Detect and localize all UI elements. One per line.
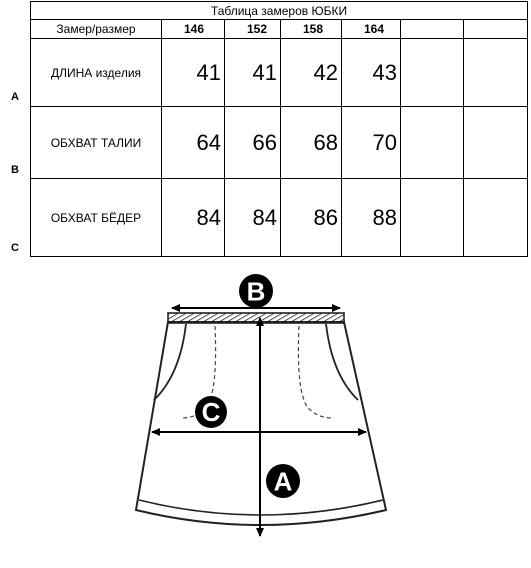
empty-cell bbox=[463, 106, 528, 179]
value-cell: 88 bbox=[341, 178, 401, 257]
row-letter-a: A bbox=[11, 91, 19, 103]
row-letter-b: B bbox=[11, 164, 19, 176]
value-cell: 86 bbox=[280, 178, 342, 257]
label-c-circle bbox=[195, 396, 227, 428]
size-header-152: 152 bbox=[224, 19, 281, 39]
table-title: Таблица замеров ЮБКИ bbox=[30, 1, 528, 20]
waistband bbox=[167, 312, 345, 324]
size-table: Таблица замеров ЮБКИ Замер/размер 146 15… bbox=[30, 1, 528, 257]
label-b: B bbox=[247, 277, 266, 307]
value-cell: 41 bbox=[161, 38, 225, 107]
size-header-158: 158 bbox=[280, 19, 342, 39]
skirt-diagram: B C A bbox=[134, 274, 388, 537]
size-header-146: 146 bbox=[161, 19, 225, 39]
row-label-waist: ОБХВАТ ТАЛИИ bbox=[30, 106, 162, 179]
value-cell: 41 bbox=[224, 38, 281, 107]
value-cell: 42 bbox=[280, 38, 342, 107]
table-row: ОБХВАТ БЁДЕР 84 84 86 88 bbox=[30, 178, 528, 257]
value-cell: 64 bbox=[161, 106, 225, 179]
left-pocket-edge bbox=[153, 323, 187, 401]
empty-cell bbox=[463, 178, 528, 257]
left-pocket-bag bbox=[181, 325, 217, 419]
empty-cell bbox=[400, 178, 464, 257]
size-header-164: 164 bbox=[341, 19, 401, 39]
table-row: ОБХВАТ ТАЛИИ 64 66 68 70 bbox=[30, 106, 528, 179]
value-cell: 84 bbox=[224, 178, 281, 257]
label-a: A bbox=[274, 467, 293, 497]
value-cell: 84 bbox=[161, 178, 225, 257]
right-pocket-edge bbox=[325, 323, 359, 401]
value-cell: 43 bbox=[341, 38, 401, 107]
right-pocket-bag bbox=[297, 325, 333, 419]
label-c: C bbox=[202, 397, 221, 427]
empty-cell bbox=[463, 38, 528, 107]
value-cell: 70 bbox=[341, 106, 401, 179]
row-label-length: ДЛИНА изделия bbox=[30, 38, 162, 107]
value-cell: 68 bbox=[280, 106, 342, 179]
value-cell: 66 bbox=[224, 106, 281, 179]
table-row: ДЛИНА изделия 41 41 42 43 bbox=[30, 38, 528, 107]
label-b-circle bbox=[239, 274, 273, 308]
empty-cell bbox=[400, 106, 464, 179]
empty-header-cell bbox=[400, 19, 464, 39]
empty-cell bbox=[400, 38, 464, 107]
header-label: Замер/размер bbox=[30, 19, 162, 39]
empty-header-cell bbox=[463, 19, 528, 39]
row-letter-c: C bbox=[11, 242, 19, 254]
row-label-hips: ОБХВАТ БЁДЕР bbox=[30, 178, 162, 257]
label-a-circle bbox=[266, 464, 300, 498]
